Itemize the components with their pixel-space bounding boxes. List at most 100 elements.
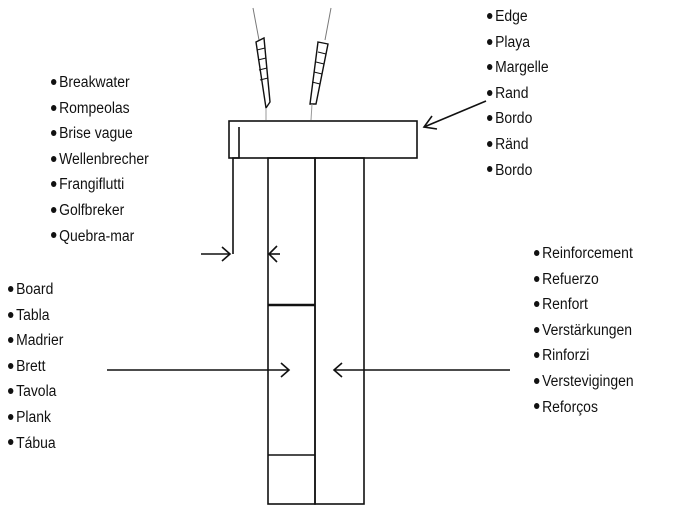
term-label: Rinforzi xyxy=(542,347,590,365)
term-item: Refuerzo xyxy=(534,267,634,293)
term-item: Breakwater xyxy=(51,70,149,96)
term-label: Refuerzo xyxy=(542,270,599,288)
term-item: Rand xyxy=(487,81,549,107)
nail-right xyxy=(309,7,332,121)
board-arrow xyxy=(107,362,291,378)
term-label: Plank xyxy=(16,408,52,426)
term-item: Margelle xyxy=(487,55,549,81)
term-label: Frangiflutti xyxy=(59,176,125,194)
term-item: Golfbreker xyxy=(51,198,149,224)
bullet-icon xyxy=(534,275,540,282)
bullet-icon xyxy=(8,362,14,369)
bullet-icon xyxy=(487,115,493,122)
bullet-icon xyxy=(51,206,57,213)
term-item: Bordo xyxy=(487,106,549,132)
nail-left xyxy=(252,7,271,120)
bullet-icon xyxy=(8,388,14,395)
bullet-icon xyxy=(51,155,57,162)
term-label: Rand xyxy=(495,84,529,102)
term-label: Reforços xyxy=(542,398,598,416)
term-label: Tabla xyxy=(16,306,50,324)
bullet-icon xyxy=(51,181,57,188)
term-item: Tabla xyxy=(8,303,63,329)
reinforcement-plank xyxy=(314,157,365,505)
term-item: Bordo xyxy=(487,158,549,184)
term-label: Golfbreker xyxy=(59,201,125,219)
term-label: Ränd xyxy=(495,135,529,153)
term-label: Brise vague xyxy=(59,125,133,143)
reinforcement-arrow xyxy=(332,362,510,378)
bullet-icon xyxy=(534,352,540,359)
bullet-icon xyxy=(8,285,14,292)
bullet-icon xyxy=(534,326,540,333)
term-label: Edge xyxy=(495,8,528,25)
breakwater-leader xyxy=(232,127,240,254)
term-item: Renfort xyxy=(534,292,634,318)
bullet-icon xyxy=(487,166,493,173)
term-label: Wellenbrecher xyxy=(59,150,149,168)
term-label: Verstevigingen xyxy=(542,372,634,390)
term-item: Frangiflutti xyxy=(51,172,149,198)
bullet-icon xyxy=(8,439,14,446)
term-item: Reinforcement xyxy=(534,241,634,267)
term-label: Madrier xyxy=(16,332,64,350)
term-item: Madrier xyxy=(8,328,63,354)
term-label: Breakwater xyxy=(59,74,130,91)
bullet-icon xyxy=(487,64,493,71)
term-item: Quebra-mar xyxy=(51,224,149,250)
term-label: Rompeolas xyxy=(59,99,130,117)
term-label: Quebra-mar xyxy=(59,227,135,245)
inner-arrow xyxy=(267,245,280,263)
term-item: Wellenbrecher xyxy=(51,147,149,173)
term-item: Board xyxy=(8,277,63,303)
term-label: Reinforcement xyxy=(542,245,633,262)
term-label: Verstärkungen xyxy=(542,321,633,339)
term-label: Tavola xyxy=(16,383,57,401)
term-item: Brett xyxy=(8,354,63,380)
bullet-icon xyxy=(51,130,57,137)
bullet-icon xyxy=(534,377,540,384)
term-item: Rinforzi xyxy=(534,343,634,369)
term-item: Rompeolas xyxy=(51,96,149,122)
term-label: Bordo xyxy=(495,161,533,179)
breakwater-arrow xyxy=(201,246,232,262)
edge-cap xyxy=(228,120,418,159)
term-item: Tavola xyxy=(8,379,63,405)
bullet-icon xyxy=(51,232,57,239)
term-item: Verstevigingen xyxy=(534,369,634,395)
bullet-icon xyxy=(8,311,14,318)
term-label: Playa xyxy=(495,33,531,51)
bullet-icon xyxy=(487,140,493,147)
term-item: Plank xyxy=(8,405,63,431)
term-label: Brett xyxy=(16,357,46,375)
term-item: Edge xyxy=(487,4,549,30)
bullet-icon xyxy=(487,12,493,19)
bullet-icon xyxy=(534,249,540,256)
bullet-icon xyxy=(534,301,540,308)
bullet-icon xyxy=(487,38,493,45)
term-label: Board xyxy=(16,281,54,298)
bullet-icon xyxy=(51,78,57,85)
board-plank xyxy=(267,157,316,505)
bullet-icon xyxy=(487,89,493,96)
term-item: Tábua xyxy=(8,431,63,457)
bullet-icon xyxy=(51,104,57,111)
edge-arrow xyxy=(422,100,487,130)
term-item: Verstärkungen xyxy=(534,318,634,344)
bullet-icon xyxy=(8,413,14,420)
term-label: Tábua xyxy=(16,434,56,452)
term-item: Playa xyxy=(487,30,549,56)
term-item: Brise vague xyxy=(51,121,149,147)
term-label: Margelle xyxy=(495,59,549,77)
term-item: Reforços xyxy=(534,395,634,421)
term-label: Renfort xyxy=(542,296,588,314)
term-item: Ränd xyxy=(487,132,549,158)
term-label: Bordo xyxy=(495,110,533,128)
bullet-icon xyxy=(8,337,14,344)
bullet-icon xyxy=(534,403,540,410)
